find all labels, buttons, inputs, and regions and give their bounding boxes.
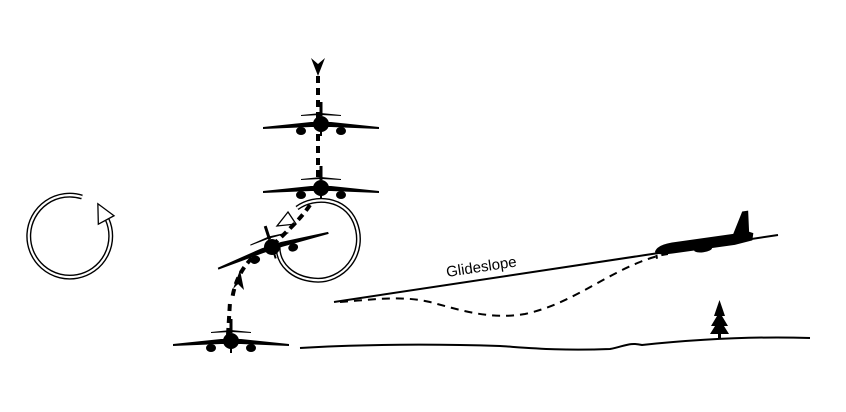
airplane-side-view-icon bbox=[651, 210, 756, 259]
airplane-front-view-2 bbox=[263, 166, 379, 200]
spiral-path bbox=[275, 198, 361, 283]
flight-path bbox=[339, 253, 669, 317]
tree-icon bbox=[710, 300, 729, 338]
airplane-front-view-banked bbox=[210, 208, 331, 277]
airplane-front-view-3 bbox=[173, 319, 289, 353]
rotation-arrow-icon bbox=[26, 192, 116, 280]
ground-line bbox=[299, 336, 811, 351]
airplane-front-view-1 bbox=[263, 102, 379, 136]
arrow-icon bbox=[233, 270, 244, 290]
spiral-descent-path bbox=[226, 203, 312, 336]
descent-path bbox=[311, 58, 325, 180]
arrow-down-icon bbox=[311, 58, 325, 76]
